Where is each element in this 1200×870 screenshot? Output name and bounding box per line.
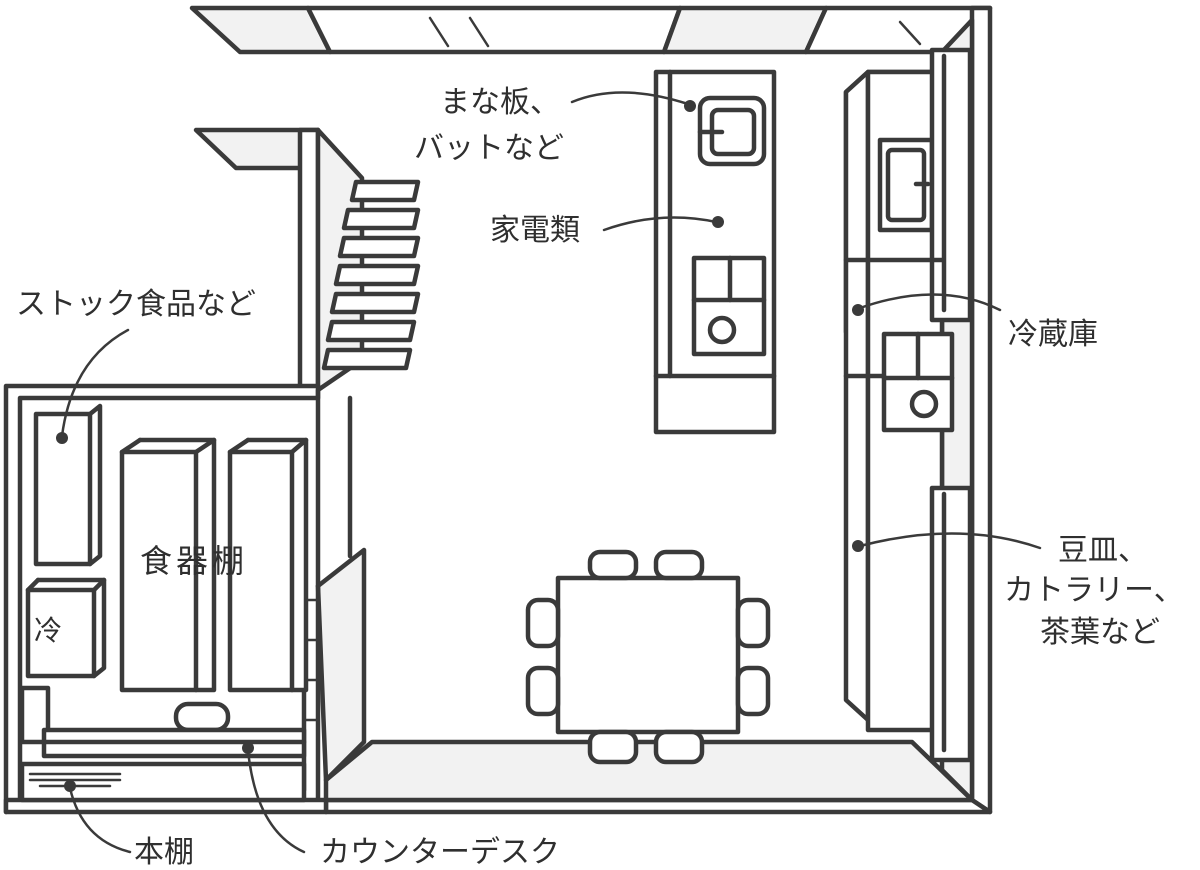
- dishes-marker: [852, 540, 864, 552]
- bookshelf: [19, 761, 307, 803]
- bottom-wall-inner: [323, 739, 975, 803]
- label-appliances: 家電類: [490, 213, 580, 248]
- label-bookshelf: 本棚: [134, 835, 194, 870]
- shelf-tall: [929, 485, 973, 763]
- chair: [525, 665, 561, 717]
- chair: [525, 597, 561, 649]
- chair: [653, 549, 705, 581]
- stair-step: [333, 263, 421, 287]
- label-cutting-boards-line2: バットなど: [414, 131, 564, 166]
- stool: [173, 701, 231, 733]
- stair-step: [325, 319, 417, 343]
- stock-marker: [56, 432, 68, 444]
- desk-marker: [242, 742, 254, 754]
- label-dish-cabinet: 食器棚: [140, 542, 248, 580]
- chair: [653, 729, 705, 765]
- bookshelf-marker: [64, 780, 76, 792]
- kitchen-island: [653, 69, 777, 435]
- staircase: [321, 179, 421, 371]
- stair-step: [329, 291, 421, 315]
- label-cutting-boards-line1: まな板、: [440, 85, 560, 120]
- label-stock-food: ストック食品など: [16, 287, 256, 322]
- chair: [735, 665, 771, 717]
- right-counter: [843, 47, 973, 763]
- top-wall-right: [661, 5, 829, 55]
- label-counter-desk: カウンターデスク: [320, 835, 560, 870]
- labels: まな板、 バットなど 家電類 ストック食品など 冷蔵庫 豆皿、 カトラリー、 茶…: [16, 85, 1184, 870]
- label-fridge: 冷蔵庫: [1008, 317, 1098, 352]
- right-wall: [969, 5, 993, 815]
- fridge-tall: [929, 47, 973, 323]
- stair-step: [321, 347, 413, 371]
- partition-wall: [315, 547, 367, 783]
- chair: [587, 549, 639, 581]
- label-small-dishes-line1: 豆皿、: [1058, 533, 1148, 568]
- top-wall-center: [305, 5, 683, 55]
- stair-step: [341, 207, 421, 231]
- dining-table: [555, 575, 741, 735]
- stair-step: [349, 179, 421, 203]
- chair: [587, 729, 639, 765]
- label-small-dishes-line2: カトラリー、: [1004, 573, 1184, 608]
- fridge-marker: [852, 304, 864, 316]
- leader-lines: [60, 91, 1042, 854]
- island-drawer-marker: [684, 100, 696, 112]
- label-mini-fridge: 冷: [34, 614, 62, 647]
- label-small-dishes-line3: 茶葉など: [1040, 615, 1160, 650]
- dining-set: [525, 549, 771, 765]
- pantry-furniture: [19, 403, 309, 803]
- island-appliance-marker: [712, 216, 724, 228]
- stair-step: [337, 235, 421, 259]
- upper-wall-side: [297, 127, 321, 393]
- chair: [735, 597, 771, 649]
